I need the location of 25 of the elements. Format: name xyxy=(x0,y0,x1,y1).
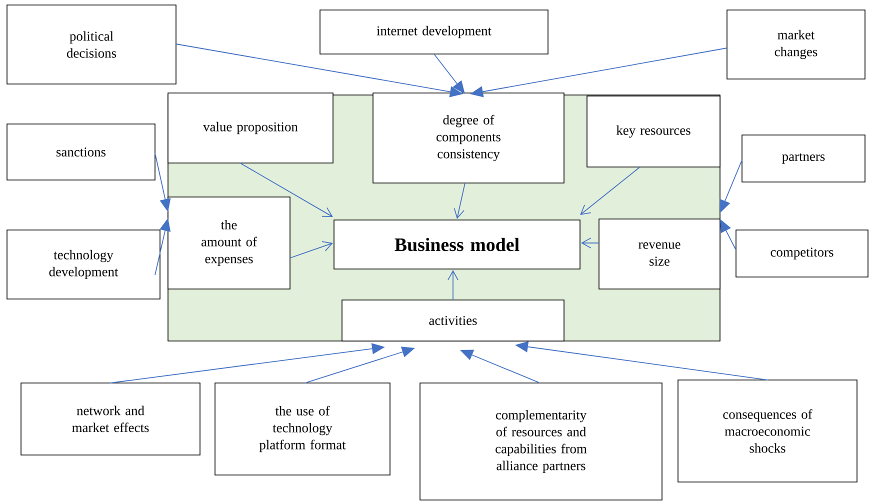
arrow xyxy=(240,162,333,217)
arrow xyxy=(434,54,465,94)
component-box: revenue size xyxy=(598,218,720,290)
factor-box: technology development xyxy=(6,230,160,300)
component-box: value proposition xyxy=(168,92,334,164)
component-box: the amount of expenses xyxy=(168,196,290,290)
arrow xyxy=(290,241,333,258)
factor-box: complementarity of resources and capabilities from alliance partners xyxy=(420,382,662,500)
component-box: activities xyxy=(342,300,564,342)
component-box: degree of components consistency xyxy=(372,92,564,184)
component-box: key resources xyxy=(586,96,720,168)
arrow xyxy=(580,166,640,215)
arrow xyxy=(454,182,466,219)
factor-box: sanctions xyxy=(6,124,156,180)
factor-box: network and market effects xyxy=(20,382,200,456)
arrow xyxy=(581,238,600,248)
title-box: Business model xyxy=(334,220,580,270)
factor-box: competitors xyxy=(736,230,868,278)
factor-box: the use of technology platform format xyxy=(214,382,390,476)
factor-box: political decisions xyxy=(6,4,176,84)
arrow xyxy=(448,270,458,300)
factor-box: market changes xyxy=(726,10,866,80)
factor-box: consequences of macroeconomic shocks xyxy=(678,380,858,482)
factor-box: partners xyxy=(742,134,866,182)
factor-box: internet development xyxy=(320,10,548,54)
